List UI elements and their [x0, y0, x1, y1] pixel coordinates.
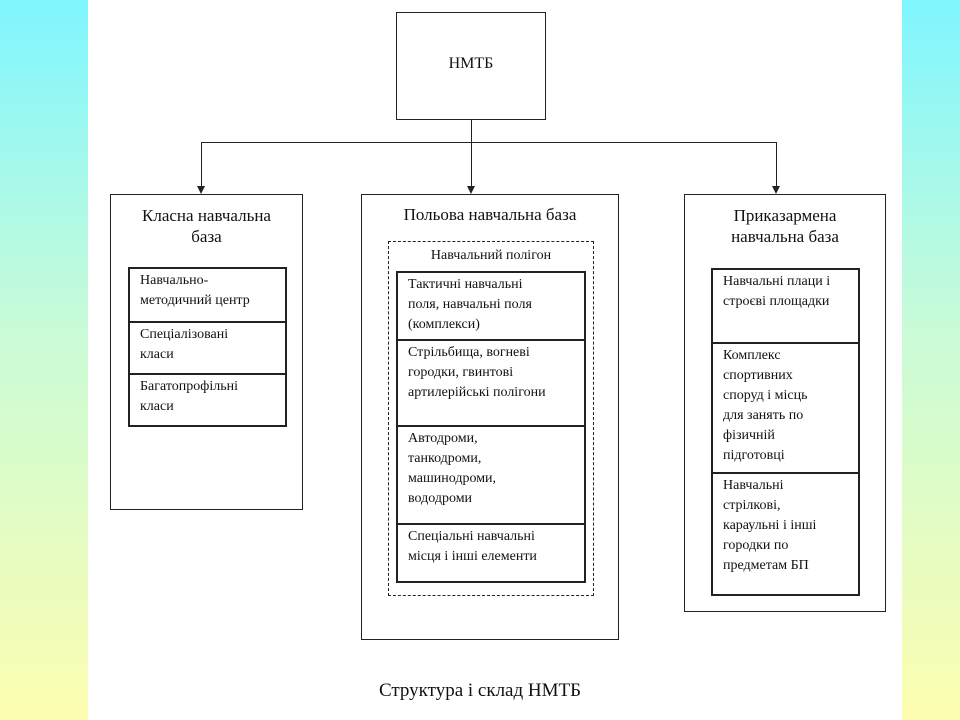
item-line: спортивних — [723, 368, 793, 383]
root-node-nmtb: НМТБ — [396, 12, 546, 120]
classroom-item-specialized-classes: Спеціалізовані класи — [128, 321, 287, 373]
item-line: предметам БП — [723, 558, 809, 573]
arrow-to-barracks — [772, 186, 780, 194]
field-item-shooting-ranges: Стрільбища, вогневі городки, гвинтові ар… — [396, 339, 586, 425]
field-item-special-places: Спеціальні навчальні місця і інші елемен… — [396, 523, 586, 583]
item-line: (комплекси) — [408, 317, 480, 332]
item-line: Стрільбища, вогневі — [408, 345, 530, 360]
training-polygon-label: Навчальний полігон — [430, 248, 552, 263]
classroom-item-multiprofile-classes: Багатопрофільні класи — [128, 373, 287, 427]
barracks-base-box: Приказармена навчальна база Навчальні пл… — [684, 194, 886, 612]
barracks-item-training-towns: Навчальні стрілкові, караульні і інші го… — [711, 472, 860, 596]
item-line: Тактичні навчальні — [408, 277, 523, 292]
item-line: городки, гвинтові — [408, 365, 514, 380]
training-polygon-group: Навчальний полігон — [388, 241, 594, 596]
item-line: споруд і місць — [723, 388, 808, 403]
root-label: НМТБ — [448, 55, 494, 72]
connector-left-down — [201, 142, 202, 186]
diagram-caption: Структура і склад НМТБ — [378, 680, 582, 701]
item-line: Навчальні плаци і — [723, 274, 831, 289]
item-line: Навчально- — [140, 273, 209, 288]
item-line: Автодроми, — [408, 431, 478, 446]
item-line: машинодроми, — [408, 471, 497, 486]
item-line: класи — [140, 347, 174, 362]
barracks-base-title: Приказармена навчальна база — [685, 205, 885, 247]
barracks-title-line1: Приказармена — [733, 206, 837, 225]
item-line: Спеціалізовані — [140, 327, 229, 342]
item-line: методичний центр — [140, 293, 250, 308]
arrow-to-field — [467, 186, 475, 194]
item-line: класи — [140, 399, 174, 414]
classroom-base-title: Класна навчальна база — [111, 205, 302, 247]
classroom-base-box: Класна навчальна база Навчально- методич… — [110, 194, 303, 510]
field-item-tactical-fields: Тактичні навчальні поля, навчальні поля … — [396, 271, 586, 339]
item-line: стрілкові, — [723, 498, 781, 513]
field-base-box: Польова навчальна база Навчальний поліго… — [361, 194, 619, 640]
item-line: Комплекс — [723, 348, 781, 363]
classroom-item-methodical-center: Навчально- методичний центр — [128, 267, 287, 321]
item-line: підготовці — [723, 448, 785, 463]
arrow-to-classroom — [197, 186, 205, 194]
barracks-title-line2: навчальна база — [731, 227, 839, 246]
barracks-item-sports-complex: Комплекс спортивних споруд і місць для з… — [711, 342, 860, 472]
item-line: фізичній — [723, 428, 775, 443]
connector-root-down — [471, 120, 472, 186]
barracks-item-parade-grounds: Навчальні плаци і строєві площадки — [711, 268, 860, 342]
connector-right-down — [776, 142, 777, 186]
item-line: строєві площадки — [723, 294, 830, 309]
item-line: для занять по — [723, 408, 804, 423]
item-line: артилерійські полігони — [408, 385, 546, 400]
classroom-title-line2: база — [191, 227, 222, 246]
item-line: місця і інші елементи — [408, 549, 537, 564]
classroom-title-line1: Класна навчальна — [142, 206, 271, 225]
field-item-autodromes: Автодроми, танкодроми, машинодроми, водо… — [396, 425, 586, 523]
item-line: караульні і інші — [723, 518, 817, 533]
item-line: вододроми — [408, 491, 473, 506]
field-base-title: Польова навчальна база — [403, 205, 577, 224]
item-line: Навчальні — [723, 478, 784, 493]
item-line: Спеціальні навчальні — [408, 529, 535, 544]
connector-horizontal — [201, 142, 777, 143]
item-line: танкодроми, — [408, 451, 482, 466]
item-line: Багатопрофільні — [140, 379, 238, 394]
item-line: поля, навчальні поля — [408, 297, 532, 312]
item-line: городки по — [723, 538, 789, 553]
